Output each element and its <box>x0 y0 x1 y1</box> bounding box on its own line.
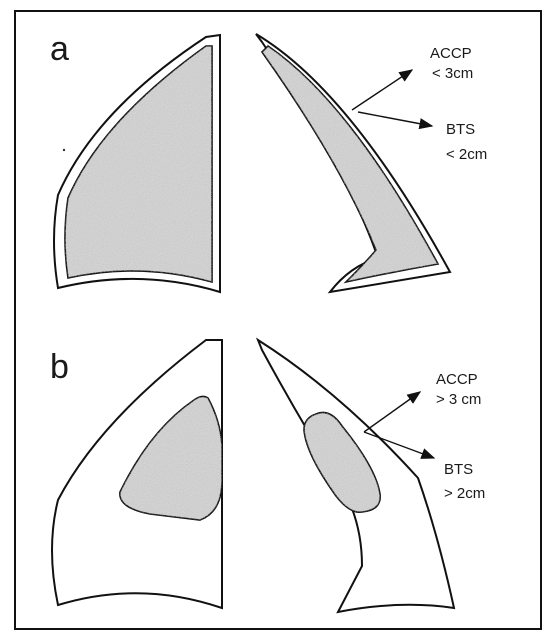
accp-value-a: < 3cm <box>432 65 473 82</box>
bts-label-b: BTS <box>444 461 473 478</box>
bts-value-b: > 2cm <box>444 485 485 502</box>
accp-label-a: ACCP <box>430 45 472 62</box>
accp-value-b: > 3 cm <box>436 391 481 408</box>
panel-a: a ACCP < 3cm BTS < 2cm <box>50 30 487 292</box>
right-lesion-texture-a <box>262 46 438 282</box>
panel-letter-a: a <box>50 30 69 68</box>
bts-label-a: BTS <box>446 121 475 138</box>
panel-letter-b: b <box>50 348 69 386</box>
bts-arrow-a <box>358 112 432 126</box>
left-lesion-texture-a <box>65 46 212 282</box>
accp-label-b: ACCP <box>436 371 478 388</box>
accp-arrow-a <box>352 70 412 110</box>
accp-arrow-b <box>364 392 420 432</box>
bts-value-a: < 2cm <box>446 146 487 163</box>
speck-mark <box>63 149 65 151</box>
panel-b: b ACCP > 3 cm BTS > 2cm <box>50 340 485 612</box>
